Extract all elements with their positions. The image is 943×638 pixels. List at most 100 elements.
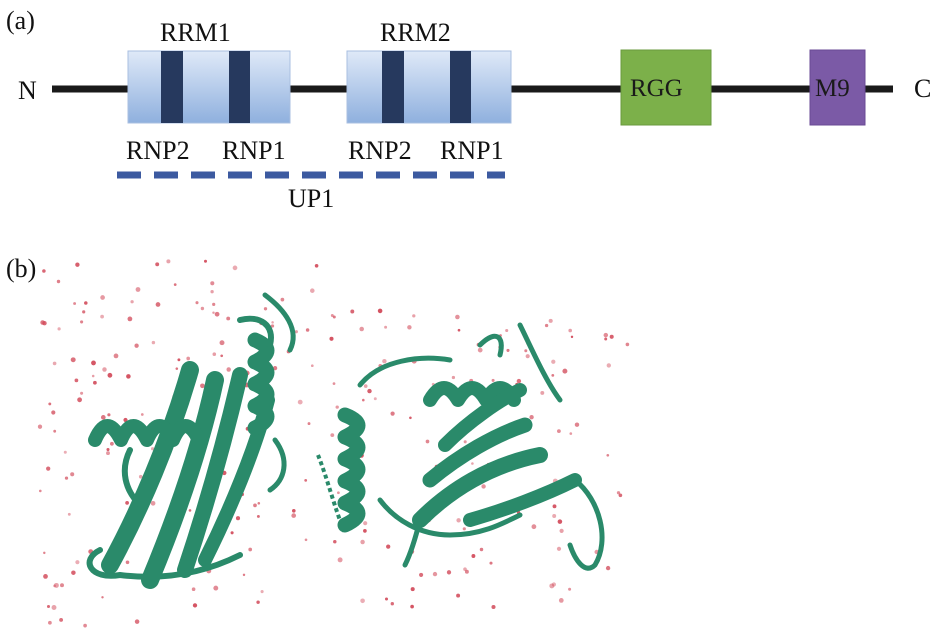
water-dot: [292, 509, 296, 513]
water-dot: [46, 604, 51, 609]
water-dot: [192, 603, 198, 608]
water-dot: [127, 316, 133, 322]
water-dot: [191, 587, 196, 591]
water-dot: [407, 325, 412, 330]
water-dot: [53, 582, 59, 588]
water-dot: [332, 382, 336, 385]
water-dot: [82, 310, 86, 314]
water-dot: [291, 513, 297, 518]
c-terminus-label: C: [914, 74, 932, 103]
rrm2-rnp1-label: RNP1: [440, 136, 504, 165]
rrm1-label: RRM1: [160, 18, 231, 47]
water-dot: [83, 623, 87, 628]
water-dot: [294, 330, 298, 334]
water-dot: [337, 491, 340, 495]
water-dot: [360, 539, 365, 545]
water-dot: [60, 583, 64, 588]
water-dot: [232, 265, 238, 271]
water-dot: [130, 300, 134, 304]
water-dot: [150, 500, 156, 506]
panel-b-label: (b): [6, 254, 37, 283]
water-dot: [102, 367, 107, 372]
water-dot: [410, 587, 415, 592]
water-dot: [304, 538, 308, 542]
water-dot: [106, 451, 110, 456]
rrm2-rnp2-label: RNP2: [348, 136, 412, 165]
water-dot: [38, 489, 42, 493]
water-dot: [230, 531, 234, 535]
rrm2-box: [346, 50, 512, 124]
water-dot: [337, 557, 343, 563]
water-dot: [304, 479, 308, 482]
water-dot: [173, 283, 177, 286]
water-dot: [463, 567, 467, 571]
water-dot: [524, 349, 528, 353]
water-dot: [360, 598, 365, 604]
water-dot: [46, 466, 51, 471]
water-dot: [113, 353, 119, 359]
water-dot: [548, 318, 553, 323]
water-dot: [481, 484, 486, 489]
water-dot: [256, 600, 260, 604]
water-dot: [552, 514, 557, 518]
rrm1-box: [127, 50, 291, 124]
water-dot: [280, 297, 285, 302]
water-dot: [384, 597, 389, 601]
water-dot: [188, 509, 192, 512]
water-dot: [75, 560, 80, 565]
water-dot: [140, 413, 144, 416]
water-dot: [505, 328, 509, 333]
water-dot: [329, 336, 334, 341]
panel-a-label: (a): [6, 6, 35, 35]
water-dot: [51, 410, 56, 415]
water-dot: [100, 415, 106, 420]
water-dot: [235, 516, 241, 521]
water-dot: [52, 361, 57, 366]
water-dot: [456, 518, 461, 523]
water-dot: [314, 264, 319, 268]
water-dot: [248, 547, 253, 552]
water-dot: [214, 311, 220, 317]
water-dot: [616, 491, 621, 495]
water-dot: [359, 326, 364, 332]
water-dot: [330, 314, 334, 317]
water-dot: [226, 367, 231, 372]
water-dot: [71, 570, 76, 575]
water-dot: [419, 572, 424, 577]
water-dot: [471, 462, 474, 465]
water-dot: [101, 596, 104, 599]
water-dot: [540, 390, 545, 395]
water-dot: [106, 447, 110, 452]
water-dot: [479, 547, 484, 552]
water-dot: [138, 474, 143, 479]
water-dot: [100, 314, 104, 319]
water-dot: [568, 587, 572, 591]
water-dot: [330, 433, 335, 437]
water-dot: [177, 358, 181, 362]
water-dot: [51, 605, 57, 610]
water-dot: [363, 529, 367, 533]
water-dot: [363, 384, 368, 388]
water-dot: [73, 302, 77, 305]
water-dot: [390, 411, 395, 416]
water-dot: [363, 521, 368, 526]
water-dot: [558, 598, 564, 603]
water-dot: [186, 356, 191, 361]
water-dot: [332, 315, 336, 319]
water-dot: [556, 546, 562, 551]
water-dot: [242, 573, 246, 577]
protein-ribbon-structure: [37, 259, 630, 628]
water-dot: [42, 269, 46, 273]
water-dot: [409, 416, 412, 420]
water-dot: [166, 259, 171, 264]
water-dot: [53, 429, 57, 433]
water-dot: [605, 565, 611, 571]
water-dot: [310, 364, 314, 368]
rrm2-rnp1-band: [450, 51, 471, 123]
rrm1-rnp2-band: [161, 51, 183, 123]
water-dot: [618, 493, 623, 498]
water-dot: [551, 374, 555, 377]
water-dot: [362, 398, 365, 402]
water-dot: [260, 590, 264, 594]
water-dot: [446, 570, 452, 575]
